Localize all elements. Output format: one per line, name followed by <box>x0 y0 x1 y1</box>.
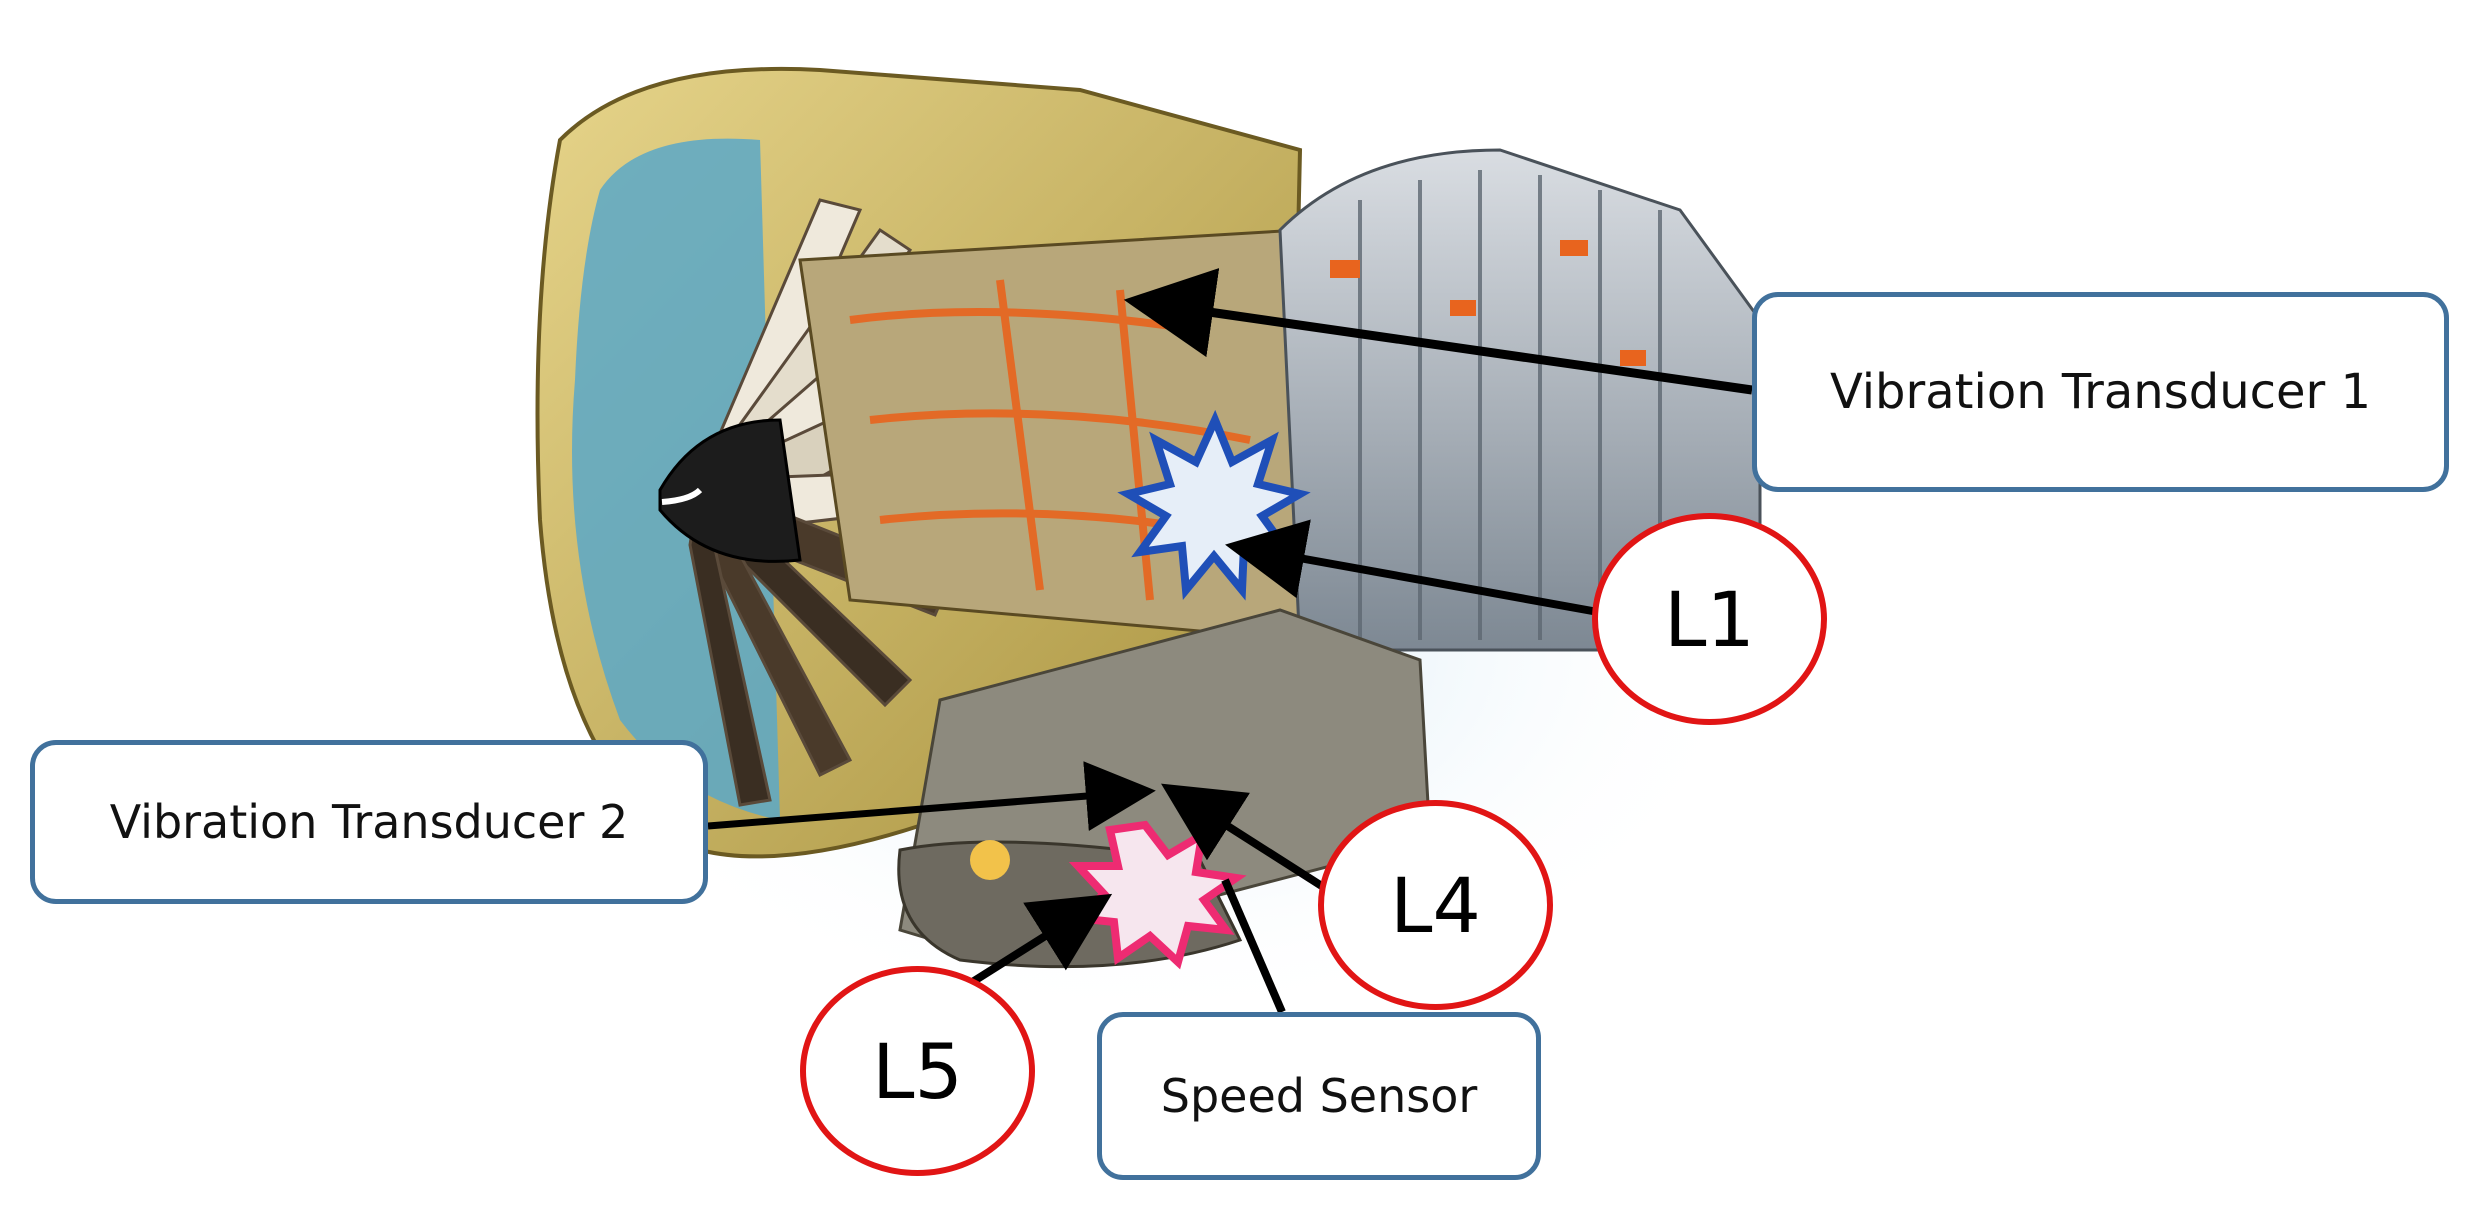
location-marker-l4: L4 <box>1318 800 1553 1010</box>
arrow-l1 <box>1225 519 1599 616</box>
location-marker-l1: L1 <box>1592 513 1827 725</box>
spinner-cone <box>658 418 802 563</box>
arrow-l4 <box>1161 783 1331 894</box>
callout-vibration-transducer-1: Vibration Transducer 1 <box>1752 292 2449 492</box>
turbine-hotspots <box>1330 240 1646 366</box>
arrow-vt1 <box>1123 268 1753 395</box>
callout-speed-sensor: Speed Sensor <box>1097 1012 1541 1180</box>
accessory-disc <box>970 840 1010 880</box>
callout-vibration-transducer-2-label: Vibration Transducer 2 <box>109 795 629 849</box>
location-marker-l1-label: L1 <box>1664 574 1755 664</box>
arrow-vt2 <box>707 761 1156 831</box>
arrow-speed-sensor <box>1221 878 1286 1014</box>
location-marker-l5-label: L5 <box>872 1026 963 1116</box>
location-marker-l4-label: L4 <box>1390 860 1481 950</box>
callout-vibration-transducer-1-label: Vibration Transducer 1 <box>1829 364 2372 420</box>
location-marker-l5: L5 <box>800 966 1035 1176</box>
callout-speed-sensor-label: Speed Sensor <box>1160 1069 1478 1123</box>
callout-vibration-transducer-2: Vibration Transducer 2 <box>30 740 708 904</box>
